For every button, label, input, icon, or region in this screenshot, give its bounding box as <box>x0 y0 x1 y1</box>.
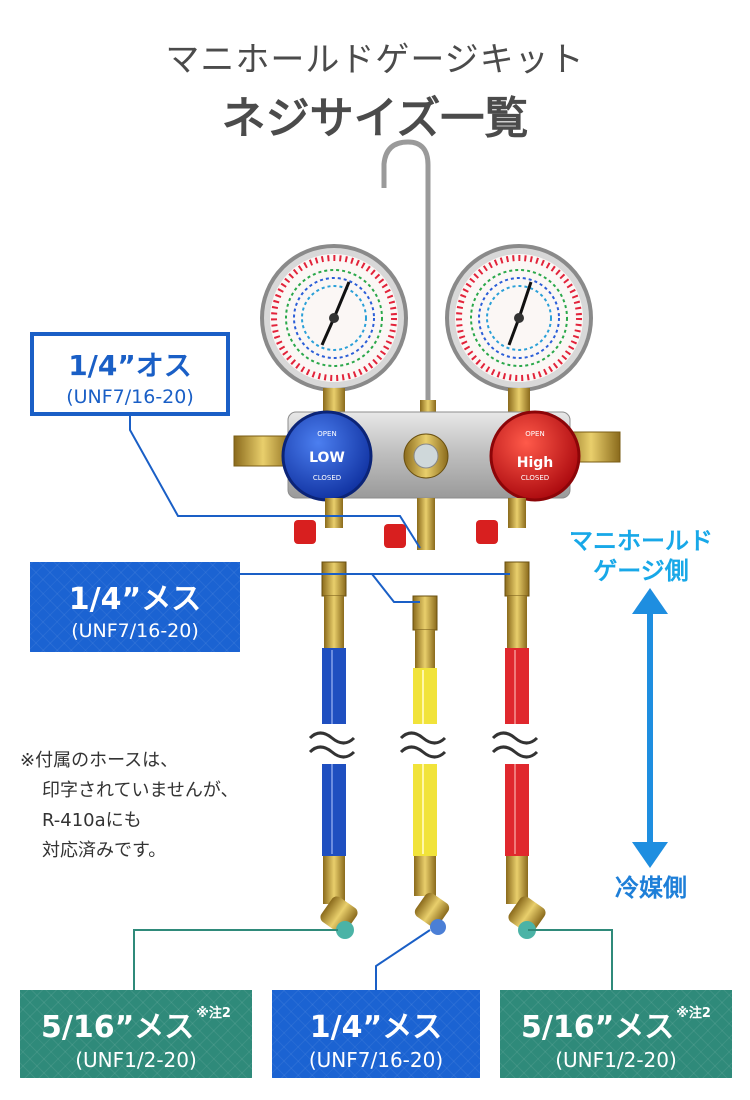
label-size: 1/4”メス <box>309 1010 443 1045</box>
svg-text:OPEN: OPEN <box>525 430 544 438</box>
label-spec: (UNF7/16-20) <box>71 620 199 642</box>
label-mid-left: 1/4”メス (UNF7/16-20) <box>30 562 240 652</box>
manifold-side-label: マニホールド ゲージ側 <box>569 527 713 585</box>
leader-bottom-right <box>528 929 613 990</box>
low-valve-knob: OPEN LOW CLOSED <box>281 410 373 502</box>
refrigerant-side-label: 冷媒側 <box>615 874 687 902</box>
label-size: 5/16”メス <box>41 1010 195 1045</box>
high-pressure-gauge <box>445 244 593 392</box>
label-bottom-right: 5/16”メス※注2 (UNF1/2-20) <box>500 990 732 1078</box>
label-size: 5/16”メス <box>521 1010 675 1045</box>
label-top-left: 1/4”オス (UNF7/16-20) <box>30 332 230 416</box>
label-size: 1/4”オス <box>68 349 192 382</box>
label-note: ※注2 <box>196 1006 231 1021</box>
svg-text:CLOSED: CLOSED <box>313 474 341 482</box>
hose-note: ※付属のホースは、 印字されていませんが、 R-410aにも 対応済みです。 <box>20 750 239 861</box>
svg-text:OPEN: OPEN <box>317 430 336 438</box>
hose-break-marks <box>306 724 545 764</box>
label-spec: (UNF1/2-20) <box>75 1048 197 1072</box>
low-pressure-gauge <box>260 244 408 392</box>
high-valve-knob: OPEN High CLOSED <box>489 410 581 502</box>
leader-bottom-center <box>375 929 431 990</box>
leader-top-left <box>129 414 421 549</box>
label-note: ※注2 <box>676 1006 711 1021</box>
page-subtitle: ネジサイズ一覧 <box>221 93 529 144</box>
label-spec: (UNF1/2-20) <box>555 1048 677 1072</box>
svg-text:CLOSED: CLOSED <box>521 474 549 482</box>
leader-bottom-left <box>133 929 338 990</box>
page-title: マニホールドゲージキット <box>165 40 585 80</box>
svg-text:LOW: LOW <box>309 450 345 466</box>
double-arrow <box>632 588 668 868</box>
label-bottom-left: 5/16”メス※注2 (UNF1/2-20) <box>20 990 252 1078</box>
label-size: 1/4”メス <box>68 582 202 617</box>
label-spec: (UNF7/16-20) <box>66 386 194 408</box>
hanger-hook <box>381 139 431 410</box>
leader-mid-yellow <box>371 573 420 603</box>
label-spec: (UNF7/16-20) <box>308 1048 444 1072</box>
svg-text:High: High <box>517 455 554 471</box>
label-bottom-center: 1/4”メス (UNF7/16-20) <box>272 990 480 1078</box>
